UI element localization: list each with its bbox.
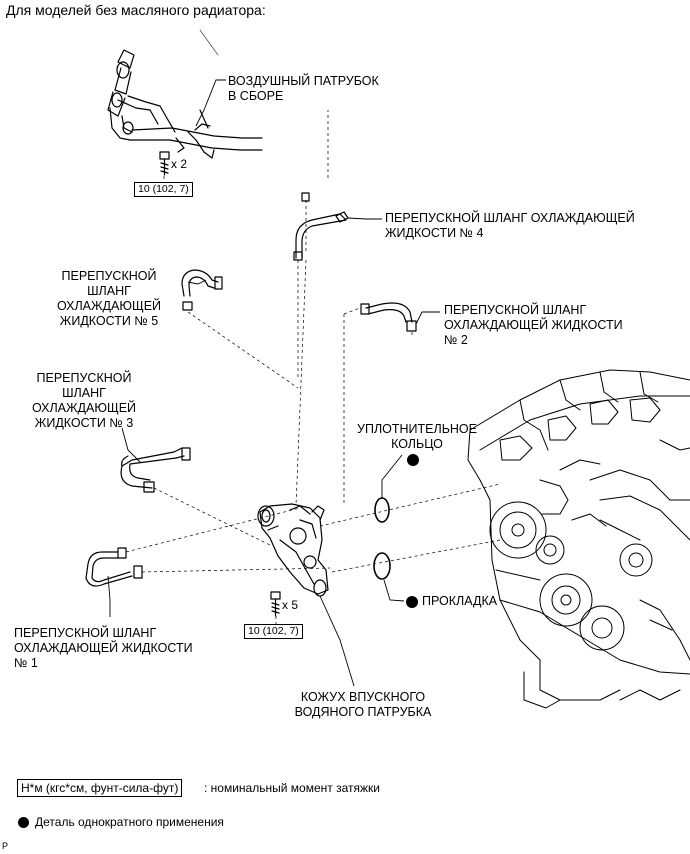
legend-torque-text: : номинальный момент затяжки	[204, 781, 380, 795]
legend-torque-box: Н*м (кгс*см, фунт-сила-фут)	[17, 779, 183, 797]
single-use-marker-gasket	[406, 596, 418, 608]
page-title: Для моделей без масляного радиатора:	[6, 2, 266, 18]
legend-single-use-text: Деталь однократного применения	[35, 815, 224, 829]
single-use-marker-o-ring	[407, 454, 419, 466]
torque-spec-bottom: 10 (102, 7)	[244, 624, 303, 639]
label-o-ring: УПЛОТНИТЕЛЬНОЕ КОЛЬЦО	[357, 422, 477, 451]
label-hose-1: ПЕРЕПУСКНОЙ ШЛАНГ ОХЛАЖДАЮЩЕЙ ЖИДКОСТИ №…	[14, 626, 193, 670]
footer-code: P	[2, 841, 9, 851]
label-hose-3: ПЕРЕПУСКНОЙ ШЛАНГ ОХЛАЖДАЮЩЕЙ ЖИДКОСТИ №…	[31, 371, 137, 430]
hose-5	[181, 269, 223, 311]
hose-1	[85, 547, 143, 587]
gasket	[373, 552, 391, 580]
label-hose-2: ПЕРЕПУСКНОЙ ШЛАНГ ОХЛАЖДАЮЩЕЙ ЖИДКОСТИ №…	[444, 303, 623, 347]
water-inlet-housing	[257, 503, 329, 597]
air-pipe-assembly	[107, 49, 263, 159]
torque-spec-top: 10 (102, 7)	[134, 182, 193, 197]
bolt-quantity-bottom: x 5	[282, 598, 299, 612]
label-air-pipe-assembly: ВОЗДУШНЫЙ ПАТРУБОК В СБОРЕ	[228, 74, 379, 103]
label-hose-5: ПЕРЕПУСКНОЙ ШЛАНГ ОХЛАЖДАЮЩЕЙ ЖИДКОСТИ №…	[56, 269, 162, 328]
bolt-quantity-top: x 2	[171, 157, 188, 171]
hose-4	[293, 192, 349, 261]
label-water-inlet-housing: КОЖУХ ВПУСКНОГО ВОДЯНОГО ПАТРУБКА	[294, 690, 432, 719]
legend-single-use-dot	[18, 817, 29, 828]
o-ring	[374, 497, 390, 523]
hose-3	[120, 447, 191, 493]
engine	[467, 369, 690, 709]
bolt-top	[159, 151, 170, 176]
label-gasket: ПРОКЛАДКА	[422, 594, 498, 608]
bolt-bottom	[270, 591, 281, 617]
hose-2	[360, 302, 417, 332]
label-hose-4: ПЕРЕПУСКНОЙ ШЛАНГ ОХЛАЖДАЮЩЕЙ ЖИДКОСТИ №…	[385, 211, 635, 240]
